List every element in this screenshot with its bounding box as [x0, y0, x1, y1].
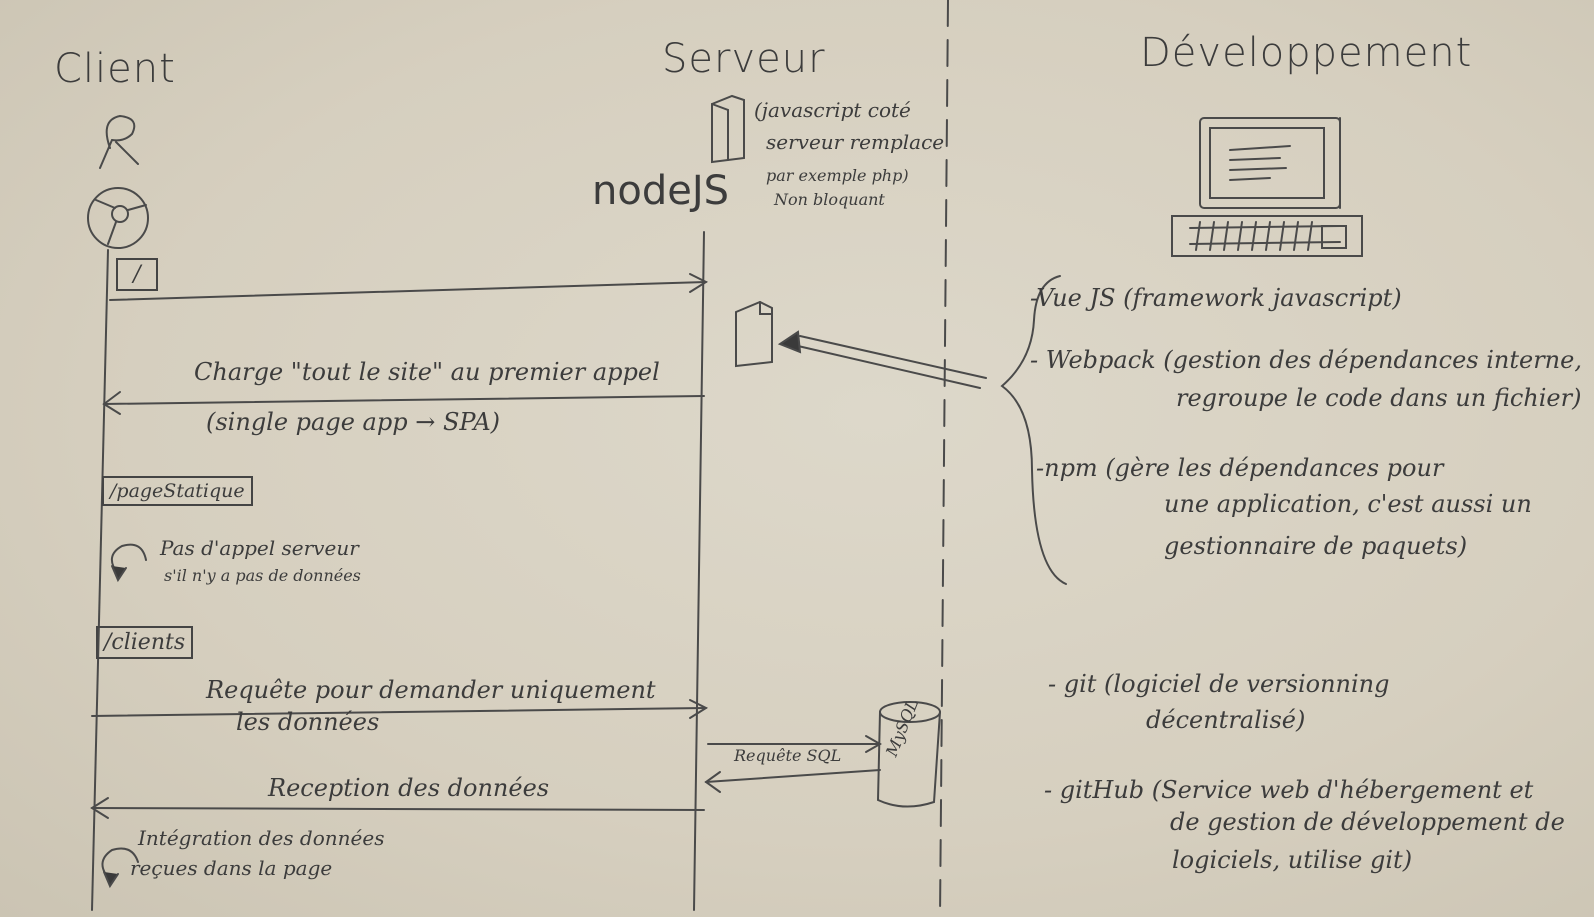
tools-brace: [1000, 275, 1067, 585]
response-site-arrow: [102, 391, 705, 415]
server-heading: Serveur: [662, 36, 826, 82]
tool-line: - Webpack (gestion des dépendances inter…: [1030, 346, 1582, 374]
nodejs-label: nodeJS: [592, 168, 730, 214]
request-data-arrow: [91, 699, 709, 719]
sql-request-label: Requête SQL: [734, 746, 842, 765]
tool-line: -npm (gère les dépendances pour: [1036, 454, 1444, 482]
route-root-box: /: [116, 258, 158, 291]
server-note-1: (javascript coté: [754, 98, 911, 122]
loop-icon-integration: [101, 847, 139, 889]
response-text-2: (single page app → SPA): [206, 408, 501, 436]
server-note-2: serveur remplace: [766, 130, 945, 154]
tool-line: logiciels, utilise git): [1172, 846, 1413, 874]
reception-text: Reception des données: [268, 774, 550, 802]
reception-arrow: [90, 797, 705, 819]
server-file-icon: [711, 94, 745, 164]
integration-text-2: reçues dans la page: [130, 856, 333, 880]
computer-icon: [1171, 117, 1363, 257]
tool-line: de gestion de développement de: [1170, 808, 1565, 836]
loop-icon-static: [111, 543, 147, 583]
server-note-4: Non bloquant: [774, 190, 885, 209]
sql-response-arrow: [704, 769, 881, 793]
request-text-1: Requête pour demander uniquement: [206, 676, 656, 704]
user-icon: [99, 114, 139, 169]
tool-line: regroupe le code dans un fichier): [1176, 384, 1582, 412]
static-note-2: s'il n'y a pas de données: [164, 566, 361, 585]
integration-text-1: Intégration des données: [138, 826, 385, 850]
client-heading: Client: [54, 46, 176, 92]
dev-heading: Développement: [1140, 30, 1473, 76]
dev-separator: [939, 0, 949, 917]
server-lifeline: [693, 231, 705, 911]
tool-line: gestionnaire de paquets): [1164, 532, 1468, 560]
response-text-1: Charge "tout le site" au premier appel: [194, 358, 660, 386]
route-clients-box: /clients: [96, 626, 194, 659]
tool-line: -Vue JS (framework javascript): [1030, 284, 1402, 312]
tool-line: décentralisé): [1146, 706, 1306, 734]
database-icon: [876, 701, 941, 808]
tool-line: - git (logiciel de versionning: [1048, 670, 1390, 698]
request-root-arrow: [109, 273, 709, 301]
browser-icon: [87, 187, 149, 249]
request-text-2: les données: [236, 708, 380, 736]
tool-line: une application, c'est aussi un: [1164, 490, 1532, 518]
client-lifeline: [91, 249, 109, 911]
static-note-1: Pas d'appel serveur: [160, 536, 359, 560]
deploy-arrow: [777, 330, 987, 389]
bundle-file-icon: [735, 300, 773, 368]
server-note-3: par exemple php): [766, 166, 909, 185]
route-static-box: /pageStatique: [102, 476, 253, 506]
tool-line: - gitHub (Service web d'hébergement et: [1044, 776, 1534, 804]
